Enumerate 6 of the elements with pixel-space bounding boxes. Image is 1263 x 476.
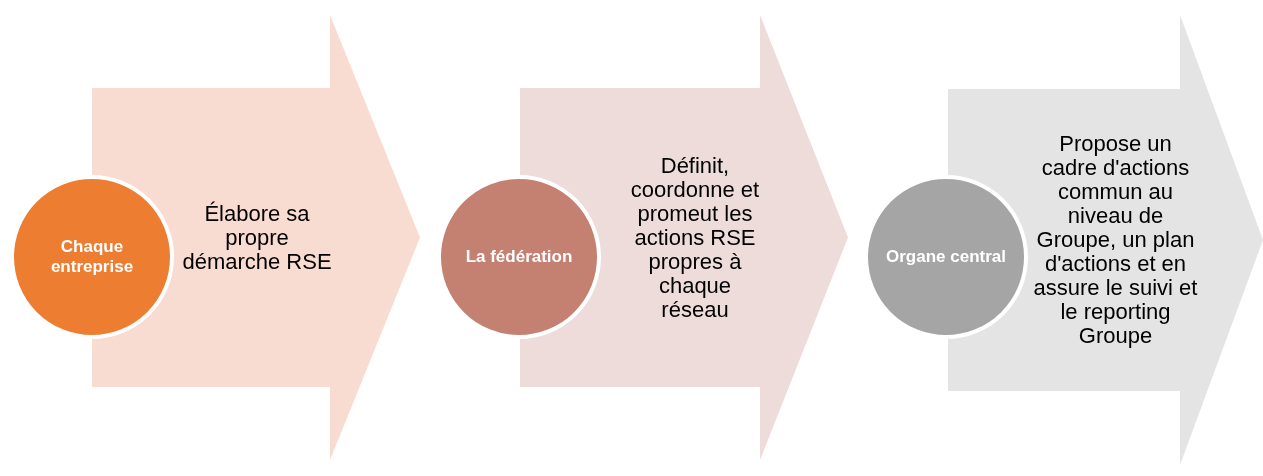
step-text: Propose un cadre d'actions commun au niveau de Groupe, un plan d'actions et en assure le suivi et le reporting Groupe: [1033, 132, 1198, 348]
step-text: Définit, coordonne et promeut les actions RSE propres à chaque réseau: [629, 153, 761, 322]
role-label: Organe central: [885, 247, 1007, 267]
role-label: Chaque entreprise: [49, 237, 135, 277]
role-label: La fédération: [464, 247, 574, 267]
step-text: Élabore sa propre démarche RSE: [181, 201, 333, 274]
